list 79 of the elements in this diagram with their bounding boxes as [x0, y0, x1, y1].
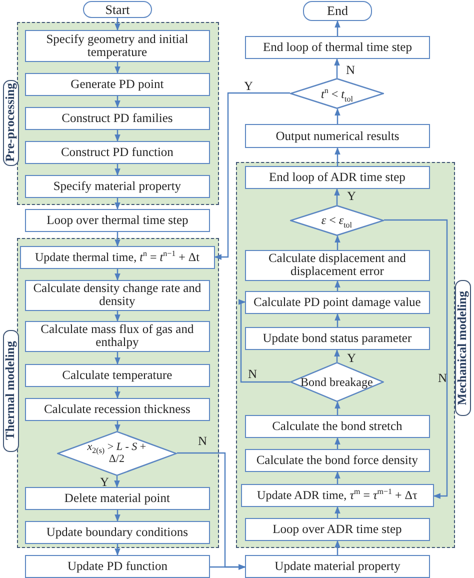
process-box: Calculate recession thickness: [24, 398, 210, 421]
section-tab: Thermal modeling: [2, 330, 19, 452]
terminal-box: Start: [83, 1, 152, 18]
process-box: Construct PD families: [24, 106, 210, 130]
process-box: Update material property: [245, 555, 430, 578]
diamond-label: x$_{2(s)}$ > L - S + Δ/2: [86, 441, 148, 466]
arrow: [334, 313, 340, 327]
decision-diamond: [56, 430, 177, 476]
arrow: [114, 269, 120, 281]
arrow: [114, 130, 120, 142]
process-box: Calculate PD point damage value: [244, 290, 430, 314]
arrow: [334, 20, 340, 36]
arrow: [114, 544, 120, 556]
arrow: [334, 349, 340, 362]
edge-label: Y: [347, 352, 356, 365]
process-box: Calculate the bond stretch: [244, 414, 430, 438]
process-box: Loop over ADR time step: [244, 518, 430, 541]
process-box: Delete material point: [24, 486, 210, 510]
arrow: [238, 299, 290, 383]
decision-diamond: [290, 78, 384, 109]
arrow: [334, 235, 340, 250]
arrow: [334, 401, 340, 415]
edge-label: N: [248, 368, 258, 381]
arrow: [114, 510, 120, 522]
arrow: [114, 311, 120, 322]
process-box: Update thermal time, t$^{n}$ = t$^{n−1}$ + Δt: [20, 246, 215, 269]
process-box: Output numerical results: [245, 124, 430, 148]
arrow: [210, 564, 246, 570]
process-box: Generate PD point: [24, 72, 210, 96]
process-box: Update PD function: [25, 555, 210, 578]
arrow: [214, 92, 290, 260]
arrow: [114, 387, 120, 399]
arrow: [384, 219, 448, 499]
edge-label: Y: [244, 80, 254, 93]
process-box: Update ADR time, τ$^{m}$ = τ$^{m−1}$ + Δτ: [240, 484, 434, 507]
arrow: [114, 18, 120, 31]
process-box: Update bond status parameter: [244, 326, 430, 350]
arrow: [334, 506, 340, 518]
arrow: [334, 147, 340, 166]
arrow: [334, 108, 340, 124]
arrow: [114, 421, 120, 432]
arrow: [334, 280, 340, 291]
arrow: [334, 471, 340, 484]
arrow: [114, 198, 120, 210]
arrow: [334, 58, 340, 78]
arrow: [114, 62, 120, 74]
edge-label: Y: [100, 476, 110, 489]
process-box: Calculate mass flux of gas and enthalpy: [24, 320, 210, 352]
edge-label: Y: [347, 190, 356, 203]
process-box: Specify material property: [24, 174, 210, 198]
section-tab: Pre-processing: [2, 80, 19, 166]
terminal-box: End: [303, 1, 372, 21]
process-box: End loop of thermal time step: [245, 36, 430, 59]
diamond-label: Bond breakage: [300, 376, 373, 388]
diamond-label: ε < ε$_{tol}$: [321, 214, 352, 226]
edge-label: N: [198, 435, 208, 448]
arrow: [114, 232, 120, 247]
process-box: Specify geometry and initial temperature: [24, 30, 210, 62]
arrow: [114, 352, 120, 365]
process-box: End loop of ADR time step: [244, 166, 430, 189]
process-box: Loop over thermal time step: [25, 209, 210, 232]
process-box: Calculate displacement and displacement error: [244, 250, 430, 281]
arrow: [114, 164, 120, 176]
arrow: [334, 540, 340, 555]
decision-diamond: [290, 204, 384, 236]
edge-label: N: [438, 372, 448, 385]
diamond-label: t$^{n}$ < t$_{tol}$: [321, 88, 353, 100]
arrow: [114, 96, 120, 108]
process-box: Update boundary conditions: [24, 520, 210, 544]
decision-diamond: [290, 362, 384, 402]
edge-label: N: [346, 64, 356, 77]
arrow: [114, 476, 120, 488]
process-box: Calculate density change rate and density: [24, 280, 210, 311]
arrow: [334, 437, 340, 449]
process-box: Calculate temperature: [24, 364, 210, 387]
process-box: Calculate the bond force density: [244, 448, 430, 472]
process-box: Construct PD function: [24, 140, 210, 164]
section-tab: Mechanical modeling: [454, 280, 471, 416]
arrow: [334, 188, 340, 205]
